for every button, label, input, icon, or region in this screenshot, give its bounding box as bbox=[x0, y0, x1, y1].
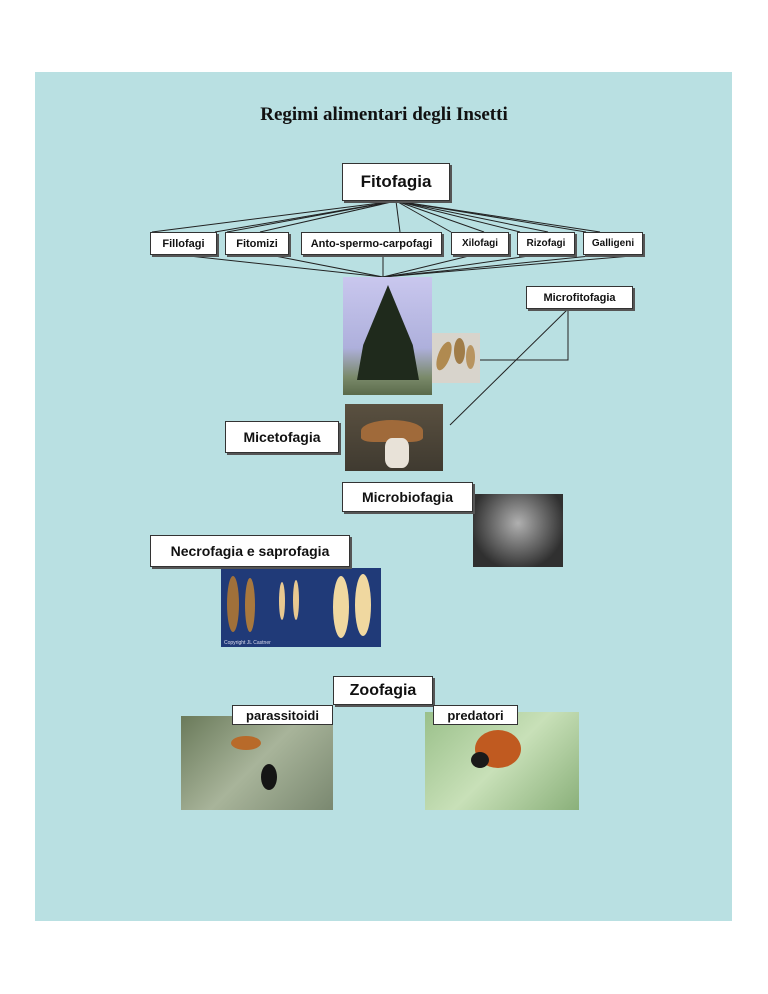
page-title: Regimi alimentari degli Insetti bbox=[260, 104, 508, 125]
microbiofagia-box: Microbiofagia bbox=[342, 482, 473, 512]
fitomizi-box: Fitomizi bbox=[225, 232, 289, 255]
anto-spermo-carpofagi-box: Anto-spermo-carpofagi bbox=[301, 232, 442, 255]
microbes-photo bbox=[473, 494, 563, 567]
rizofagi-box: Rizofagi bbox=[517, 232, 575, 255]
micetofagia-box: Micetofagia bbox=[225, 421, 339, 453]
microfitofagia-box: Microfitofagia bbox=[526, 286, 633, 309]
parasitoid-photo bbox=[181, 716, 333, 810]
larvae-photo: Copyright JL Castner bbox=[221, 568, 381, 647]
parassitoidi-box: parassitoidi bbox=[232, 705, 333, 725]
galligeni-box: Galligeni bbox=[583, 232, 643, 255]
spores-photo bbox=[432, 333, 480, 383]
fitofagia-box: Fitofagia bbox=[342, 163, 450, 201]
xilofagi-box: Xilofagi bbox=[451, 232, 509, 255]
copyright-caption: Copyright JL Castner bbox=[224, 640, 271, 646]
zoofagia-box: Zoofagia bbox=[333, 676, 433, 705]
necrofagia-box: Necrofagia e saprofagia bbox=[150, 535, 350, 567]
predatori-box: predatori bbox=[433, 705, 518, 725]
ladybug-photo bbox=[425, 712, 579, 810]
tree-photo bbox=[343, 277, 432, 395]
mushroom-photo bbox=[345, 404, 443, 471]
fillofagi-box: Fillofagi bbox=[150, 232, 217, 255]
